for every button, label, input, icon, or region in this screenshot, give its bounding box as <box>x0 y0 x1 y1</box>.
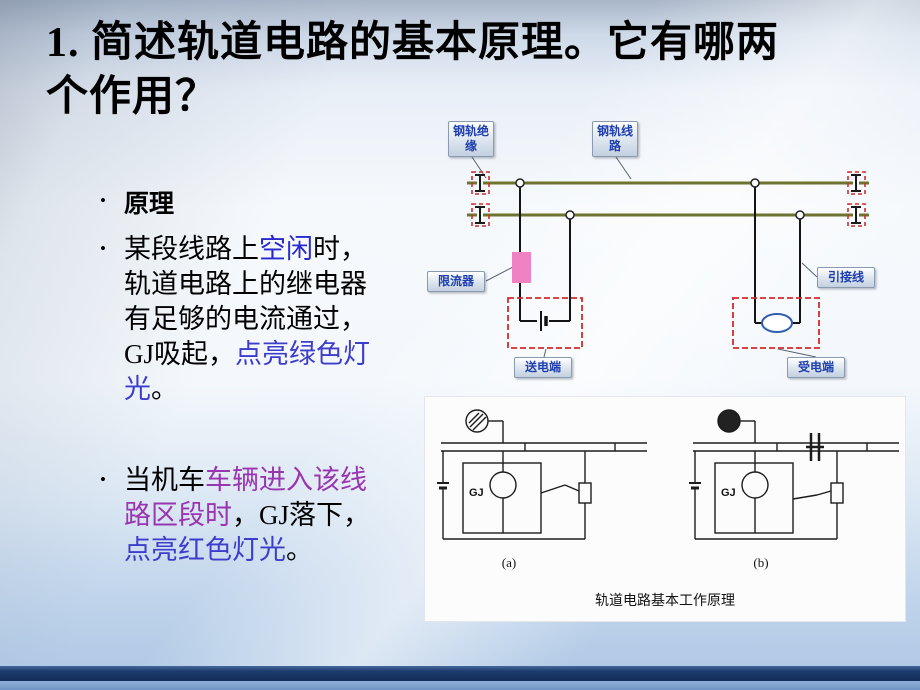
figure-caption: 轨道电路基本工作原理 <box>595 592 735 609</box>
rail-connection-dots <box>515 178 805 220</box>
text-segment: 车辆进入该线路区段时 <box>124 465 367 530</box>
bullet-occupied-state-text: 当机车车辆进入该线路区段时，GJ落下， 点亮红色灯光。 <box>124 463 376 568</box>
bullet-list: • 原理 • 某段线路上空闲时，轨道电路上的继电器有足够的电流通过，GJ吸起，点… <box>100 184 400 568</box>
end-dashed-boxes <box>507 297 820 349</box>
text-segment: ，GJ落下， <box>232 500 371 530</box>
slide-title: 1. 简述轨道电路的基本原理。它有哪两 个作用？ <box>46 16 886 124</box>
sub-label-b: (b) <box>753 555 768 570</box>
current-limiter-box <box>512 252 531 283</box>
track-circuit-diagram: 钢轨绝缘 钢轨线路 限流器 引接线 送电端 受电端 <box>425 115 900 390</box>
rails <box>467 181 869 217</box>
working-principle-figure: GJ (a) <box>424 396 906 622</box>
title-line-2: 个作用？ <box>46 74 219 120</box>
circuit-a-art <box>437 409 647 540</box>
bullet-marker: • <box>100 470 106 489</box>
circuit-b-art <box>689 409 899 540</box>
gj-relay-label-b: GJ <box>721 487 736 499</box>
track-circuit-svg <box>467 156 869 358</box>
text-segment: 当机车 <box>124 465 205 495</box>
gj-relay-label-a: GJ <box>469 487 484 499</box>
label-rail-line: 钢轨线路 <box>592 121 638 157</box>
label-current-limiter: 限流器 <box>427 271 485 292</box>
insulated-joint-symbols <box>475 174 861 224</box>
battery-symbol <box>540 311 548 331</box>
train-wheelset-symbol <box>806 433 824 461</box>
track-relay-coil <box>761 313 793 333</box>
bond-wires <box>519 187 801 324</box>
text-segment: 。 <box>151 374 178 404</box>
bullet-principle-text: 原理 <box>124 184 174 220</box>
bullet-occupied-state: • 当机车车辆进入该线路区段时，GJ落下， 点亮红色灯光。 <box>100 463 400 568</box>
bottom-footer-band <box>0 681 920 690</box>
bullet-principle: • 原理 <box>100 184 400 220</box>
text-segment: 。 <box>286 535 313 565</box>
title-line-1: 1. 简述轨道电路的基本原理。它有哪两 <box>46 20 780 66</box>
text-segment: 点亮红色灯光 <box>124 535 286 565</box>
relay-circuit-svg: GJ (a) <box>437 409 899 609</box>
bullet-idle-state-text: 某段线路上空闲时，轨道电路上的继电器有足够的电流通过，GJ吸起，点亮绿色灯光。 <box>124 232 376 407</box>
text-segment: 点亮绿色灯光 <box>124 339 371 404</box>
label-send-end: 送电端 <box>514 357 572 378</box>
bullet-marker: • <box>100 191 106 210</box>
label-lead-wire: 引接线 <box>817 267 875 288</box>
bottom-accent-bar <box>0 666 920 681</box>
label-rail-insulation: 钢轨绝缘 <box>448 121 494 157</box>
text-segment: 时，轨道电路上的继电器有足够的电流通过，GJ吸起， <box>124 234 367 369</box>
text-segment: 原理 <box>124 191 175 218</box>
bullet-idle-state: • 某段线路上空闲时，轨道电路上的继电器有足够的电流通过，GJ吸起，点亮绿色灯光… <box>100 232 400 407</box>
label-receive-end: 受电端 <box>787 357 845 378</box>
bullet-marker: • <box>100 239 106 258</box>
text-segment: 某段线路上 <box>124 234 259 264</box>
text-segment: 空闲 <box>259 234 313 264</box>
sub-label-a: (a) <box>502 555 516 570</box>
joint-dashed-marks <box>471 171 866 227</box>
